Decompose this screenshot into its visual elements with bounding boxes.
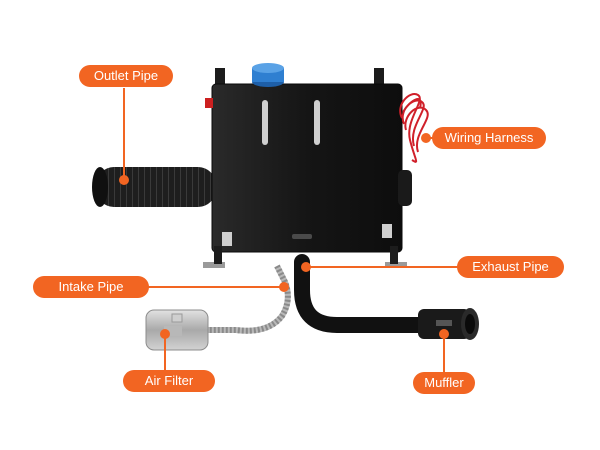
callout-leaders <box>119 88 458 372</box>
callout-exhaust-pipe: Exhaust Pipe <box>457 256 564 278</box>
wiring-harness <box>399 93 429 163</box>
callout-intake-pipe: Intake Pipe <box>33 276 149 298</box>
muffler <box>418 308 479 340</box>
air-filter-label: Air Filter <box>144 373 194 388</box>
wiring-harness-label: Wiring Harness <box>444 130 534 145</box>
intake-pipe <box>204 264 291 334</box>
heater-unit <box>203 68 412 268</box>
muffler-label: Muffler <box>424 375 464 390</box>
fuel-cap <box>252 63 284 87</box>
callout-muffler: Muffler <box>413 372 475 394</box>
intake-pipe-label: Intake Pipe <box>58 279 124 294</box>
callout-air-filter: Air Filter <box>123 370 215 392</box>
callout-outlet-pipe: Outlet Pipe <box>79 65 173 87</box>
exhaust-pipe-label: Exhaust Pipe <box>472 259 549 274</box>
outlet-pipe-label: Outlet Pipe <box>93 68 159 83</box>
exhaust-pipe <box>294 254 432 333</box>
outlet-pipe <box>92 167 216 207</box>
callout-wiring-harness: Wiring Harness <box>432 127 546 149</box>
air-filter <box>145 309 209 351</box>
